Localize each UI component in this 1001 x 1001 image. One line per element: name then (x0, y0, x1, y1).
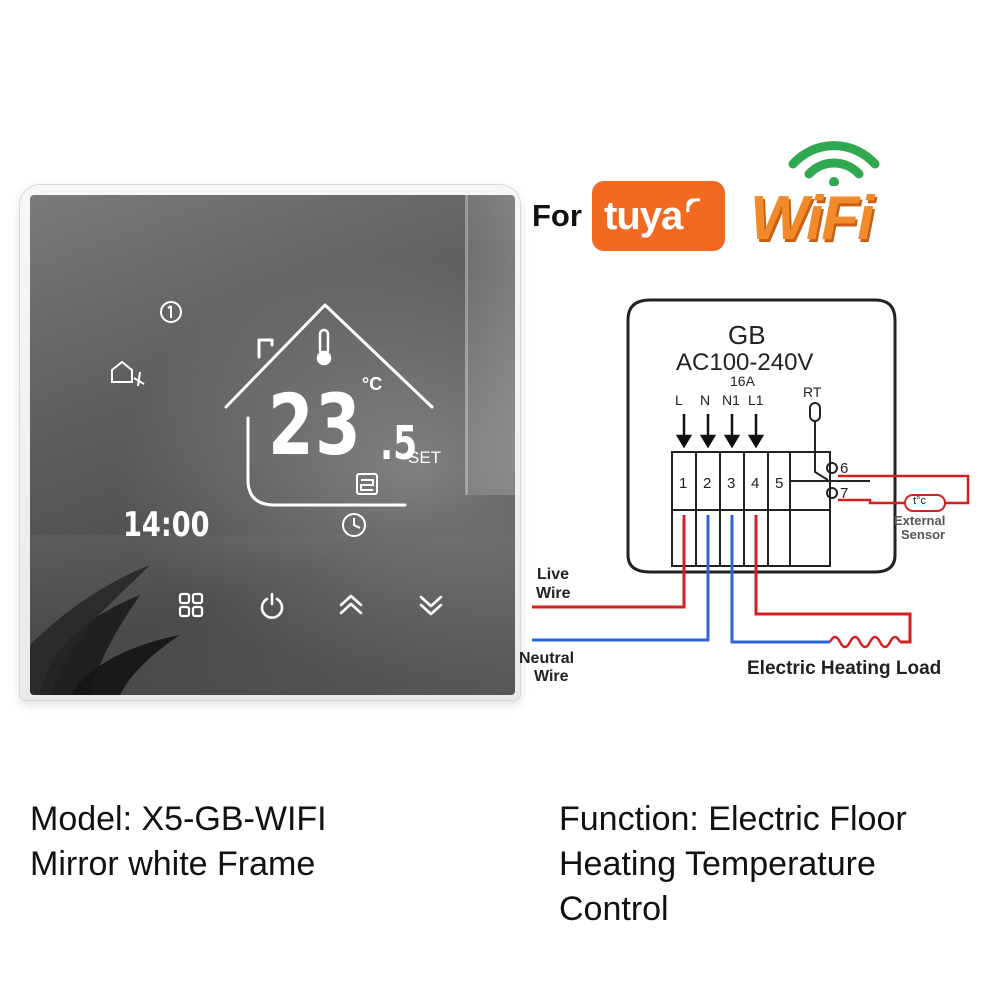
sensor-symbol: t°c (913, 495, 926, 507)
temperature-unit: °C (362, 374, 383, 394)
thermometer-icon (316, 328, 332, 366)
set-label: SET (408, 448, 442, 467)
current-temperature: 23 (268, 376, 363, 474)
thermostat-display (30, 195, 515, 695)
terminal-3: 3 (727, 475, 736, 492)
terminal-label-l: L (675, 392, 683, 408)
neutral-wire-label-2: Wire (534, 668, 569, 685)
power-button[interactable] (255, 588, 289, 622)
model-caption: Model: X5-GB-WIFI Mirror white Frame (30, 797, 450, 887)
wifi-logo: WiFi (750, 184, 874, 253)
grid-icon (178, 592, 204, 618)
menu-button[interactable] (174, 588, 208, 622)
terminal-label-n: N (700, 392, 711, 408)
plant-reflection (30, 565, 180, 695)
home-away-icon (111, 360, 145, 387)
window-reflection (465, 195, 515, 495)
terminal-label-n1: N1 (722, 392, 740, 408)
rt-label: RT (803, 384, 822, 400)
function-caption: Function: Electric Floor Heating Tempera… (559, 797, 999, 932)
tuya-text: tuya (604, 193, 683, 238)
increase-button[interactable] (334, 588, 368, 622)
model-line: Model: X5-GB-WIFI (30, 800, 327, 838)
clock-display: 14:00 (123, 505, 210, 545)
decrease-button[interactable] (414, 588, 448, 622)
chevron-up-icon (339, 594, 363, 615)
live-wire-label: Live (537, 566, 570, 583)
function-line-1: Function: Electric Floor (559, 800, 907, 838)
heating-load-label: Electric Heating Load (747, 658, 942, 679)
terminal-6: 6 (840, 460, 849, 477)
tuya-signal-icon (686, 198, 701, 213)
voltage-rating: AC100-240V (676, 349, 814, 376)
function-line-3: Control (559, 890, 669, 928)
terminal-7: 7 (840, 485, 849, 502)
heating-coil-icon (828, 635, 902, 649)
terminal-1: 1 (679, 475, 688, 492)
tuya-logo: tuya (592, 181, 725, 251)
terminal-label-l1: L1 (748, 392, 764, 408)
terminal-5: 5 (775, 475, 784, 492)
external-sensor-label: External (894, 513, 946, 528)
external-sensor-label-2: Sensor (901, 527, 946, 542)
live-wire-label-2: Wire (536, 585, 571, 602)
power-icon (260, 592, 284, 619)
wifi-signal-icon (788, 141, 880, 186)
number-one-icon (160, 301, 182, 323)
frame-line: Mirror white Frame (30, 845, 316, 883)
neutral-wire-label: Neutral (519, 650, 575, 667)
chevron-down-icon (419, 595, 443, 616)
terminal-4: 4 (751, 475, 760, 492)
module-code: GB (728, 320, 766, 350)
current-rating: 16A (730, 373, 755, 389)
terminal-2: 2 (703, 475, 712, 492)
for-label: For (532, 198, 582, 233)
temperature-decimal: .5 (380, 416, 418, 470)
heating-icon (356, 473, 378, 495)
clock-icon (342, 513, 366, 537)
function-line-2: Heating Temperature (559, 845, 876, 883)
